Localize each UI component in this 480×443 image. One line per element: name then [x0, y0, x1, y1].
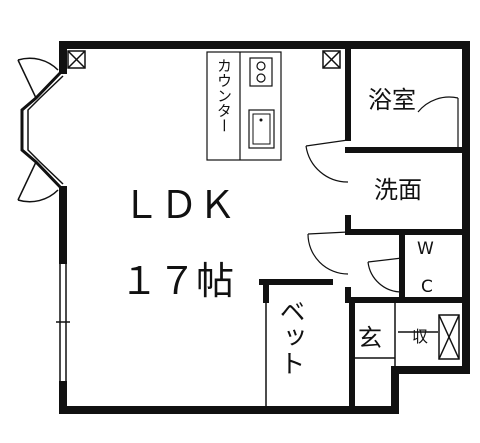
- thin-partitions: [265, 300, 460, 408]
- interior-walls: [259, 42, 469, 413]
- bed-area-label: ベット: [275, 298, 305, 376]
- wc-bottom-label: C: [421, 277, 433, 297]
- bath-label: 浴室: [368, 86, 416, 114]
- pillars: [67, 50, 341, 69]
- outer-walls: [59, 41, 470, 414]
- storage-label: 収: [412, 327, 428, 346]
- washroom-label: 洗面: [374, 176, 422, 204]
- ldk-name-label: ＬＤＫ: [122, 183, 236, 227]
- bay-window: [17, 57, 65, 203]
- ldk-size-label: １７帖: [120, 259, 234, 303]
- door-swings: [305, 96, 459, 293]
- kitchen-counter: [206, 51, 282, 161]
- counter-label: カウンター: [215, 58, 233, 133]
- sink-icon: [248, 109, 275, 149]
- left-window: [56, 260, 70, 385]
- wc-top-label: W: [417, 239, 434, 259]
- stove-icon: [249, 57, 273, 87]
- entrance-label: 玄: [358, 324, 382, 352]
